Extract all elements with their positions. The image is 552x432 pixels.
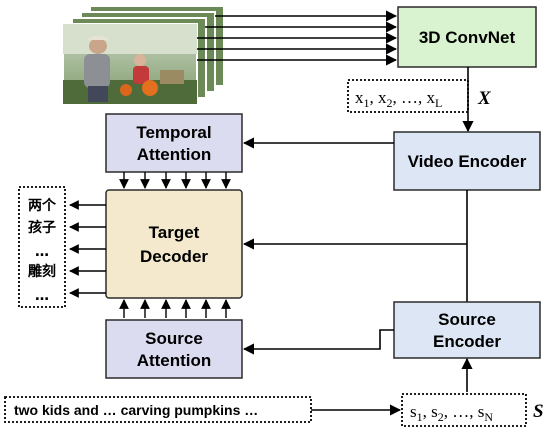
svg-text:Decoder: Decoder [140,247,208,266]
svg-text:Encoder: Encoder [433,332,501,351]
video-frames-icon [62,5,225,105]
source-encoder-box: Source Encoder [393,301,541,359]
s-feature-sequence: s1, s2, …, sN S [401,393,544,427]
video-encoder-label: Video Encoder [408,152,527,171]
output-token: … [35,288,49,304]
svg-text:Source: Source [438,310,496,329]
video-frame-front [62,23,198,105]
svg-text:Source: Source [145,329,203,348]
encoder-to-decoder-connection [242,190,468,302]
source-sentence-box: two kids and … carving pumpkins … [4,396,312,423]
target-decoder-box: Target Decoder [105,189,243,299]
svg-text:Temporal: Temporal [136,123,211,142]
svg-text:Attention: Attention [137,145,212,164]
source-attention-box: Source Attention [105,319,243,379]
output-tokens-box: 两个 孩子 … 雕刻 … [18,186,66,308]
svg-text:x1, x2, …, xL: x1, x2, …, xL [355,88,442,110]
convnet-box: 3D ConvNet [397,6,537,68]
svg-text:Attention: Attention [137,351,212,370]
video-encoder-box: Video Encoder [393,131,541,191]
output-token: … [35,244,49,260]
x-feature-sequence: x1, x2, …, xL X [347,79,492,113]
source-sentence-text: two kids and … carving pumpkins … [14,402,258,418]
decoder-to-output-arrows [69,200,106,298]
output-token: 两个 [28,197,57,214]
source-encoder-to-attention-arrow [242,329,394,355]
svg-text:Target: Target [149,223,200,242]
output-token: 雕刻 [28,263,56,280]
x-variable-label: X [477,88,492,109]
convnet-label: 3D ConvNet [419,28,516,47]
source-attention-to-decoder-arrows [119,299,231,318]
temporal-attention-box: Temporal Attention [105,113,243,173]
output-token: 孩子 [28,219,56,236]
svg-text:s1, s2, …, sN: s1, s2, …, sN [410,402,493,424]
frame-to-convnet-arrows [197,10,398,66]
temporal-to-decoder-arrows [119,172,231,189]
s-variable-label: S [533,401,544,422]
